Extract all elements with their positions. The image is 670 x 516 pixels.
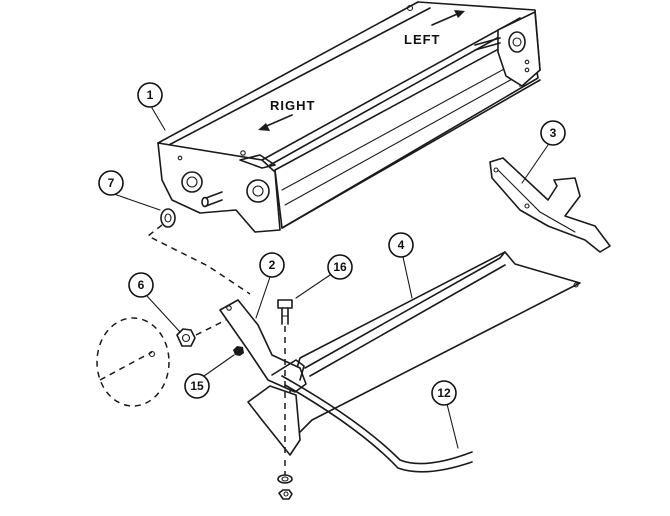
- svg-text:2: 2: [269, 258, 276, 272]
- callout-1: 1: [137, 82, 166, 131]
- nut: [176, 328, 196, 347]
- callout-6: 6: [128, 272, 181, 333]
- callout-2: 2: [255, 252, 285, 319]
- arm-bracket: [219, 299, 307, 393]
- right-arrow-icon: [258, 114, 293, 131]
- svg-text:15: 15: [190, 379, 204, 393]
- callout-7: 7: [98, 170, 161, 211]
- base-plate: [247, 251, 581, 456]
- svg-text:1: 1: [147, 88, 154, 102]
- washer-and-nut: [277, 460, 293, 500]
- mounting-bracket: [489, 157, 611, 253]
- callout-3: 3: [521, 120, 566, 184]
- right-direction-label: RIGHT: [270, 98, 315, 113]
- svg-text:16: 16: [333, 260, 347, 274]
- small-nut: [233, 346, 244, 356]
- left-arrow-icon: [431, 10, 465, 26]
- assembly-line-nut: [195, 319, 227, 336]
- bolt: [277, 299, 293, 455]
- callout-16: 16: [295, 254, 353, 299]
- hopper-box: [157, 1, 541, 233]
- svg-text:12: 12: [437, 386, 451, 400]
- left-direction-label: LEFT: [404, 32, 441, 47]
- svg-text:7: 7: [108, 176, 115, 190]
- svg-text:6: 6: [138, 278, 145, 292]
- handle-rod: [281, 375, 473, 473]
- washer: [160, 208, 176, 228]
- svg-text:4: 4: [398, 238, 405, 252]
- sprocket: [96, 317, 170, 407]
- callout-4: 4: [388, 232, 414, 299]
- assembly-line-washer: [146, 224, 251, 295]
- callout-15: 15: [184, 354, 235, 399]
- svg-text:3: 3: [550, 126, 557, 140]
- callout-12: 12: [431, 380, 459, 449]
